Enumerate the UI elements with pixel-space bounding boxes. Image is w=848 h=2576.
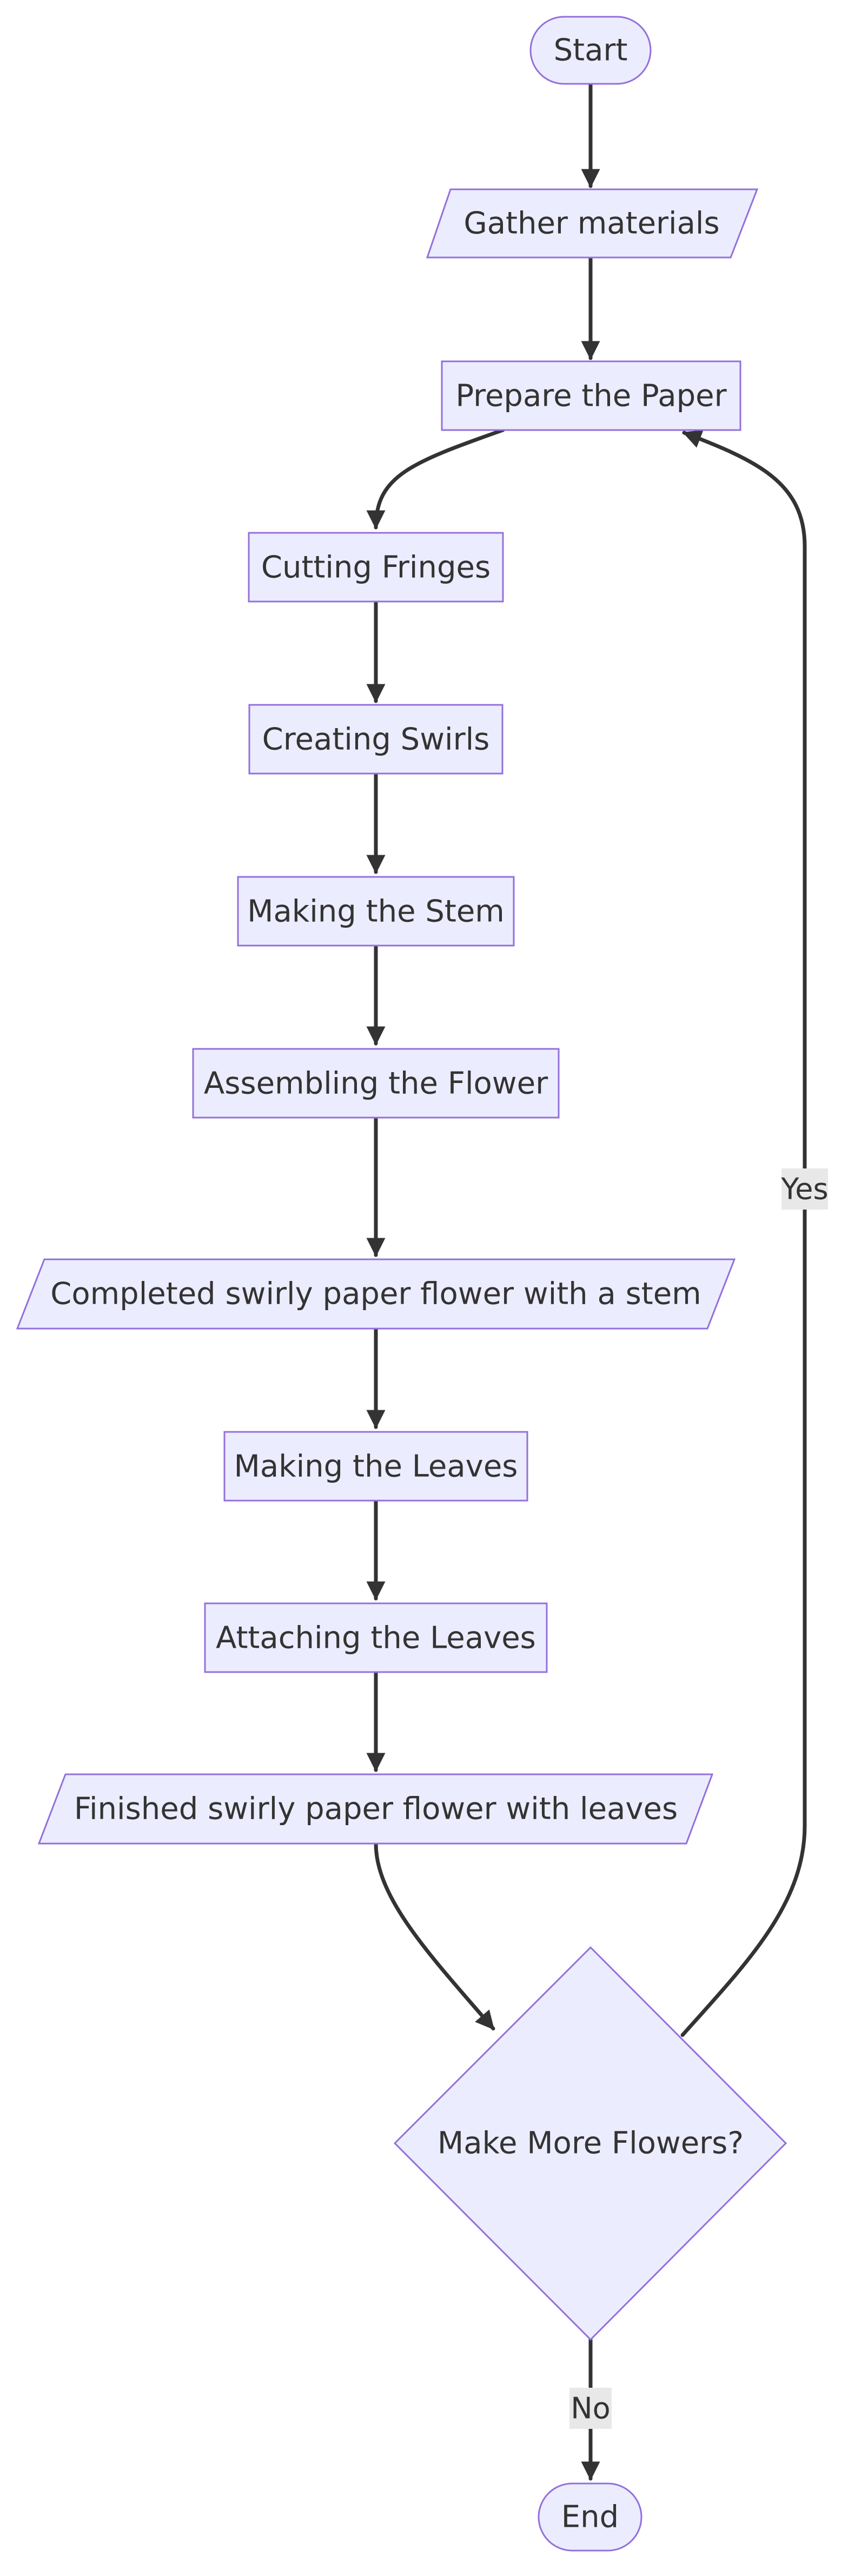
node-decision: Make More Flowers? xyxy=(393,1946,787,2341)
node-assembling-flower: Assembling the Flower xyxy=(192,1048,560,1119)
edge-label-no: No xyxy=(569,2388,612,2429)
node-end: End xyxy=(538,2482,642,2552)
edge-decision-yes-to-prepare xyxy=(680,430,807,2037)
node-start-label: Start xyxy=(554,33,628,68)
node-attaching-leaves: Attaching the Leaves xyxy=(204,1602,548,1673)
node-making-leaves-label: Making the Leaves xyxy=(234,1449,518,1484)
node-completed-flower-label: Completed swirly paper flower with a ste… xyxy=(50,1277,701,1312)
node-prepare-paper-label: Prepare the Paper xyxy=(455,379,727,414)
node-cutting-fringes-label: Cutting Fringes xyxy=(261,550,491,585)
node-gather-materials-label: Gather materials xyxy=(463,206,719,241)
edge-label-yes-text: Yes xyxy=(780,1172,828,1206)
node-decision-label: Make More Flowers? xyxy=(438,2126,744,2161)
node-finished-flower-label: Finished swirly paper flower with leaves xyxy=(74,1792,678,1827)
node-making-leaves: Making the Leaves xyxy=(223,1431,528,1502)
edge-label-yes: Yes xyxy=(780,1168,829,1210)
node-end-label: End xyxy=(561,2500,619,2535)
node-making-stem-label: Making the Stem xyxy=(247,894,505,929)
node-gather-materials: Gather materials xyxy=(426,188,759,259)
edge-prepare-to-fringes xyxy=(366,428,505,530)
node-making-stem: Making the Stem xyxy=(237,876,515,947)
node-creating-swirls: Creating Swirls xyxy=(248,704,504,775)
node-creating-swirls-label: Creating Swirls xyxy=(262,722,490,757)
edge-finished-to-decision xyxy=(374,1841,495,2031)
edge-label-no-text: No xyxy=(571,2392,610,2426)
node-start: Start xyxy=(529,16,652,85)
node-finished-flower: Finished swirly paper flower with leaves xyxy=(37,1773,714,1845)
node-attaching-leaves-label: Attaching the Leaves xyxy=(216,1621,536,1656)
node-prepare-paper: Prepare the Paper xyxy=(441,360,741,431)
node-cutting-fringes: Cutting Fringes xyxy=(248,532,504,603)
node-completed-flower: Completed swirly paper flower with a ste… xyxy=(16,1258,736,1330)
node-assembling-flower-label: Assembling the Flower xyxy=(204,1066,548,1101)
